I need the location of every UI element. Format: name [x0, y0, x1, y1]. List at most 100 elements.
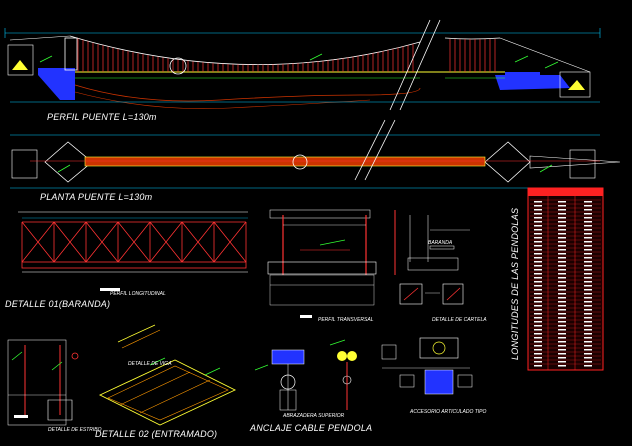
table-cell [584, 333, 592, 335]
table-cell [584, 273, 592, 275]
label-detalle-02: DETALLE 02 (ENTRAMADO) [95, 429, 218, 439]
table-cell [534, 273, 542, 275]
label-longitudes-pendolas: LONGITUDES DE LAS PENDOLAS [510, 207, 520, 360]
table-cell [584, 209, 592, 211]
table-cell [584, 245, 592, 247]
table-cell [558, 297, 566, 299]
table-cell [534, 281, 542, 283]
label-detalle-cartela: DETALLE DE CARTELA [432, 317, 487, 323]
table-cell [584, 269, 592, 271]
table-cell [534, 241, 542, 243]
table-cell [534, 325, 542, 327]
table-cell [584, 321, 592, 323]
table-cell [558, 285, 566, 287]
hanger-length-table [527, 187, 604, 371]
hanger-anchor [254, 339, 357, 411]
table-cell [558, 269, 566, 271]
table-cell [534, 209, 542, 211]
cross-section [267, 209, 377, 318]
table-cell [534, 341, 542, 343]
table-cell [534, 297, 542, 299]
label-detalle-01: DETALLE 01(BARANDA) [5, 299, 111, 309]
table-cell [534, 329, 542, 331]
table-cell [584, 349, 592, 351]
table-cell [584, 241, 592, 243]
label-perfil-puente: PERFIL PUENTE L=130m [47, 112, 157, 122]
table-cell [584, 353, 592, 355]
table-cell [584, 221, 592, 223]
table-cell [558, 261, 566, 263]
table-cell [584, 309, 592, 311]
section-circle-icon [169, 57, 187, 75]
table-cell [534, 265, 542, 267]
table-cell [558, 237, 566, 239]
table-cell [534, 261, 542, 263]
table-cell [534, 365, 542, 367]
left-abutment [38, 68, 75, 100]
table-cell [558, 209, 566, 211]
table-cell [584, 301, 592, 303]
abutment-detail [7, 339, 79, 426]
table-cell [534, 221, 542, 223]
table-cell [558, 245, 566, 247]
truss-panel [21, 221, 55, 263]
table-cell [534, 257, 542, 259]
table-cell [558, 309, 566, 311]
table-cell [558, 301, 566, 303]
table-cell [558, 321, 566, 323]
table-cell [534, 269, 542, 271]
truss-panel [213, 221, 247, 263]
table-cell [534, 293, 542, 295]
table-cell [558, 233, 566, 235]
table-cell [584, 229, 592, 231]
table-cell [558, 345, 566, 347]
table-cell [584, 285, 592, 287]
table-cell [534, 249, 542, 251]
table-cell [558, 333, 566, 335]
plan-deck [84, 156, 486, 167]
table-cell [558, 249, 566, 251]
table-cell [534, 225, 542, 227]
table-cell [558, 293, 566, 295]
table-cell [584, 257, 592, 259]
table-cell [534, 245, 542, 247]
table-cell [584, 253, 592, 255]
table-cell [558, 225, 566, 227]
table-cell [558, 253, 566, 255]
table-cell [584, 337, 592, 339]
table-cell [558, 257, 566, 259]
table-cell [558, 349, 566, 351]
truss-panel [85, 221, 119, 263]
detail-01-railing [18, 211, 248, 291]
table-cell [534, 213, 542, 215]
table-cell [584, 289, 592, 291]
table-cell [558, 201, 566, 203]
table-cell [534, 353, 542, 355]
table-cell [534, 345, 542, 347]
table-cell [534, 277, 542, 279]
truss-panel [53, 221, 87, 263]
table-cell [584, 325, 592, 327]
table-cell [558, 317, 566, 319]
table-cell [558, 361, 566, 363]
table-cell [584, 305, 592, 307]
table-cell [558, 353, 566, 355]
table-cell [584, 345, 592, 347]
table-cell [534, 309, 542, 311]
table-cell [584, 277, 592, 279]
label-planta-puente: PLANTA PUENTE L=130m [40, 192, 153, 202]
label-perfil-transversal: PERFIL TRANSVERSAL [318, 317, 374, 323]
truss-panel [181, 221, 215, 263]
table-cell [534, 289, 542, 291]
label-anclaje-cable: ANCLAJE CABLE PENDOLA [250, 423, 373, 433]
table-cell [584, 361, 592, 363]
table-cell [558, 341, 566, 343]
table-cell [584, 329, 592, 331]
table-cell [534, 301, 542, 303]
table-cell [534, 337, 542, 339]
table-cell [558, 277, 566, 279]
table-cell [558, 273, 566, 275]
table-cell [534, 237, 542, 239]
table-cell [534, 321, 542, 323]
